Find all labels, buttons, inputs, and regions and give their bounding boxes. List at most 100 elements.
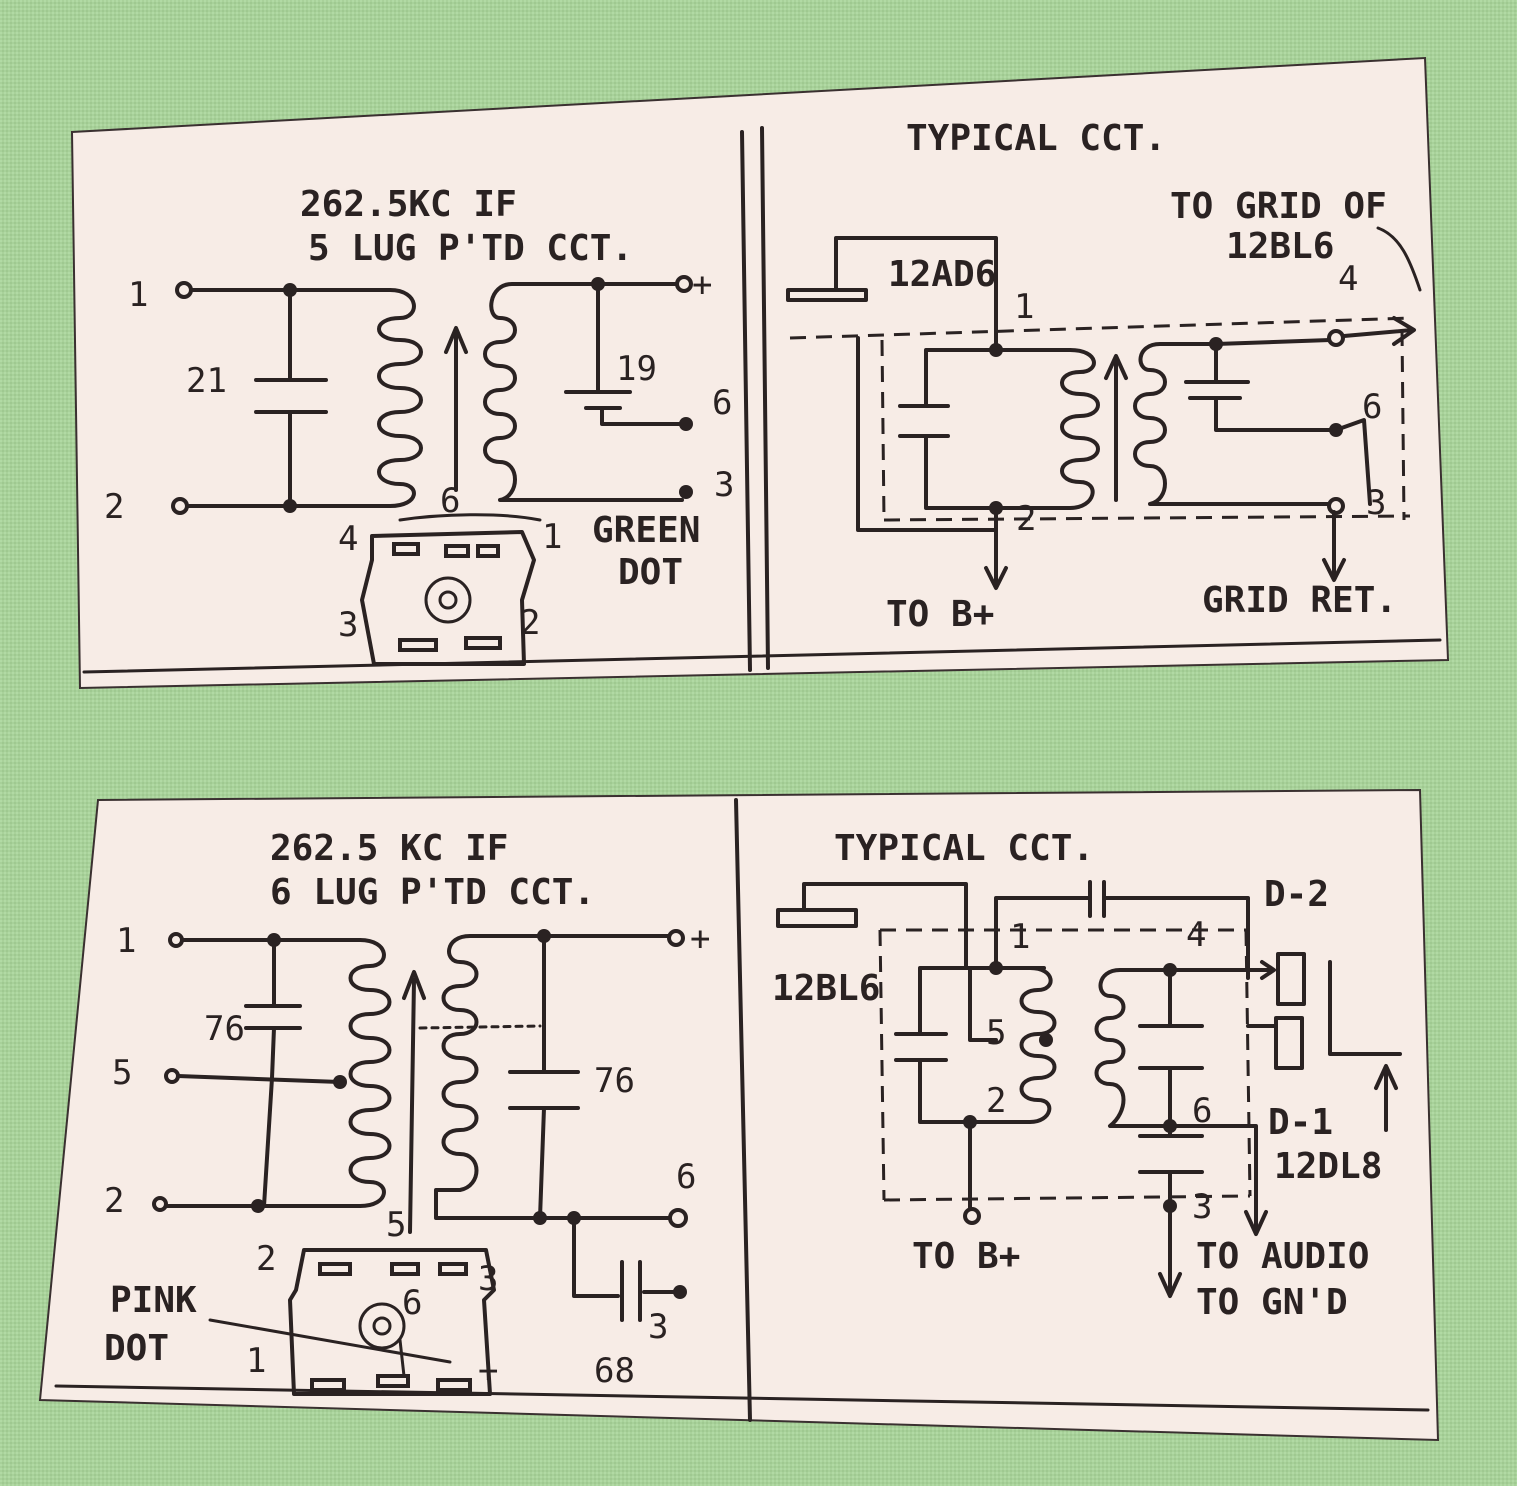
bottom-left-lug-3	[673, 1285, 687, 1299]
bottom-right-gnd-label: TO GN'D	[1196, 1282, 1348, 1323]
top-left-base-slot-1	[392, 542, 420, 556]
bottom-right-tube-grid-bar	[776, 908, 858, 928]
bottom-left-pin-3-label: 3	[648, 1307, 668, 1347]
bottom-right-primary-coil	[968, 966, 1057, 1124]
top-left-secondary-coil	[483, 282, 684, 502]
top-left-pin-6-label: 6	[712, 383, 732, 423]
bottom-right-plate-wire-a	[802, 882, 968, 970]
bottom-left-panel: 262.5 KC IF 6 LUG P'TD CCT. 1 5 2 76 5	[104, 828, 710, 1396]
bottom-left-base-label-3: 3	[478, 1259, 498, 1299]
top-left-base-lead	[398, 513, 542, 522]
top-left-lug-plus	[675, 275, 693, 293]
bottom-right-diode-d1	[1274, 1016, 1304, 1070]
bottom-right-diode-cathode	[1328, 960, 1402, 1056]
bottom-left-pin-6-label: 6	[676, 1157, 696, 1197]
top-left-base-label-4: 4	[338, 519, 358, 559]
top-right-panel: TYPICAL CCT. TO GRID OF 12BL6 12AD6 1 2 …	[786, 118, 1422, 635]
top-left-note-line2: DOT	[618, 552, 683, 593]
bottom-left-junction-2	[251, 1199, 265, 1213]
bottom-right-shield-right	[1244, 929, 1252, 1197]
bottom-left-junction-6a	[533, 1211, 547, 1225]
bottom-right-d1-label: D-1	[1268, 1102, 1333, 1143]
top-left-base-slot-3	[476, 544, 500, 558]
top-card-bottom-edge	[82, 638, 1442, 674]
bottom-left-base-lead	[398, 1338, 406, 1378]
bottom-right-bypass-capacitor	[1138, 1124, 1204, 1208]
top-right-plate-wire	[834, 236, 998, 352]
bottom-right-primary-capacitor	[894, 966, 1046, 1124]
bottom-right-tap-wire	[968, 966, 998, 1042]
top-right-tube-grid-bar	[786, 288, 868, 302]
top-left-lug-6	[679, 417, 693, 431]
bottom-left-title-line2: 6 LUG P'TD CCT.	[270, 872, 595, 913]
top-right-pin-3-label: 3	[1366, 483, 1386, 523]
bottom-left-base-slot-5	[376, 1374, 410, 1388]
top-right-wire-4	[1214, 338, 1332, 346]
bottom-left-wire-5	[176, 1074, 342, 1084]
top-left-capacitor-primary	[254, 288, 328, 508]
top-right-note-line1: TO GRID OF	[1170, 186, 1387, 227]
top-right-tube-label: 12AD6	[888, 254, 996, 295]
bottom-left-tuning-arrow	[402, 970, 426, 1234]
bottom-left-capacitor-tertiary	[572, 1216, 682, 1322]
top-left-pin-1-label: 1	[128, 275, 148, 315]
bottom-right-title: TYPICAL CCT.	[834, 828, 1094, 869]
top-right-pin-4-label: 4	[1338, 259, 1358, 299]
bottom-right-tube-label: 12BL6	[772, 968, 880, 1009]
bottom-left-base-label-6: 6	[402, 1283, 422, 1323]
top-left-capacitor-secondary	[564, 282, 686, 426]
top-right-bplus-label: TO B+	[886, 594, 994, 635]
top-right-primary-capacitor	[898, 348, 1072, 510]
top-right-title: TYPICAL CCT.	[906, 118, 1166, 159]
top-left-base-core-inner	[438, 590, 458, 610]
top-right-note-line2: 12BL6	[1226, 226, 1334, 267]
top-right-shield-right	[1400, 329, 1406, 521]
bottom-right-coupling-capacitor	[994, 880, 1250, 980]
bottom-right-pin-4-label: 4	[1186, 915, 1206, 955]
bottom-right-pin-1-label: 1	[1010, 917, 1030, 957]
bottom-right-shield-left	[878, 929, 886, 1201]
bottom-card-fold-line	[734, 798, 752, 1422]
bottom-left-secondary-coil	[434, 934, 678, 1220]
bottom-left-base-slot-4	[310, 1378, 346, 1392]
bottom-right-secondary-capacitor	[1138, 968, 1204, 1128]
bottom-left-center-5-label: 5	[386, 1205, 406, 1245]
bottom-card: 262.5 KC IF 6 LUG P'TD CCT. 1 5 2 76 5	[38, 788, 1440, 1442]
top-right-lug-3	[1327, 497, 1345, 515]
top-left-lug-2	[171, 497, 189, 515]
bottom-left-base-core-outer	[358, 1302, 406, 1350]
top-left-note-line1: GREEN	[592, 510, 700, 551]
bottom-left-title-line1: 262.5 KC IF	[270, 828, 508, 869]
bottom-right-audio-arrow	[1212, 1124, 1268, 1236]
top-right-grid-return-arrow	[1322, 510, 1346, 582]
top-left-base-slot-4	[398, 638, 438, 652]
bottom-right-pin-6-label: 6	[1192, 1091, 1212, 1131]
bottom-left-pin-2-label: 2	[104, 1181, 124, 1221]
top-right-lug-4	[1327, 329, 1345, 347]
bottom-right-junction-5	[1039, 1033, 1053, 1047]
top-left-plus-label: +	[692, 265, 712, 305]
bottom-left-base-outline	[288, 1248, 496, 1396]
bottom-right-audio-label: TO AUDIO	[1196, 1236, 1369, 1277]
top-left-cap-primary-label: 21	[186, 361, 227, 401]
bottom-right-diode-d2	[1276, 952, 1306, 1006]
bottom-right-lug-bplus	[963, 1207, 981, 1225]
top-right-note-brace	[1376, 226, 1422, 292]
bottom-left-base-slot-1	[318, 1262, 352, 1276]
top-left-base-slot-2	[444, 544, 470, 558]
bottom-left-note-line2: DOT	[104, 1328, 169, 1369]
top-card-fold-line	[740, 130, 752, 672]
top-left-base-label-2: 2	[520, 603, 540, 643]
bottom-left-base-label-plus: +	[478, 1351, 498, 1391]
top-right-screen-wire	[856, 336, 998, 532]
bottom-left-cap-tertiary-label: 68	[594, 1351, 635, 1391]
bottom-card-paper	[38, 788, 1440, 1442]
bottom-left-junction-5	[333, 1075, 347, 1089]
bottom-left-cap-secondary-label: 76	[594, 1061, 635, 1101]
bottom-left-coupling-line	[418, 1024, 542, 1030]
bottom-right-pin-3-label: 3	[1192, 1187, 1212, 1227]
bottom-left-lug-2	[152, 1196, 168, 1212]
bottom-left-capacitor-secondary	[508, 934, 580, 1220]
bottom-right-d2-label: D-2	[1264, 874, 1329, 915]
top-card-paper	[70, 56, 1450, 690]
